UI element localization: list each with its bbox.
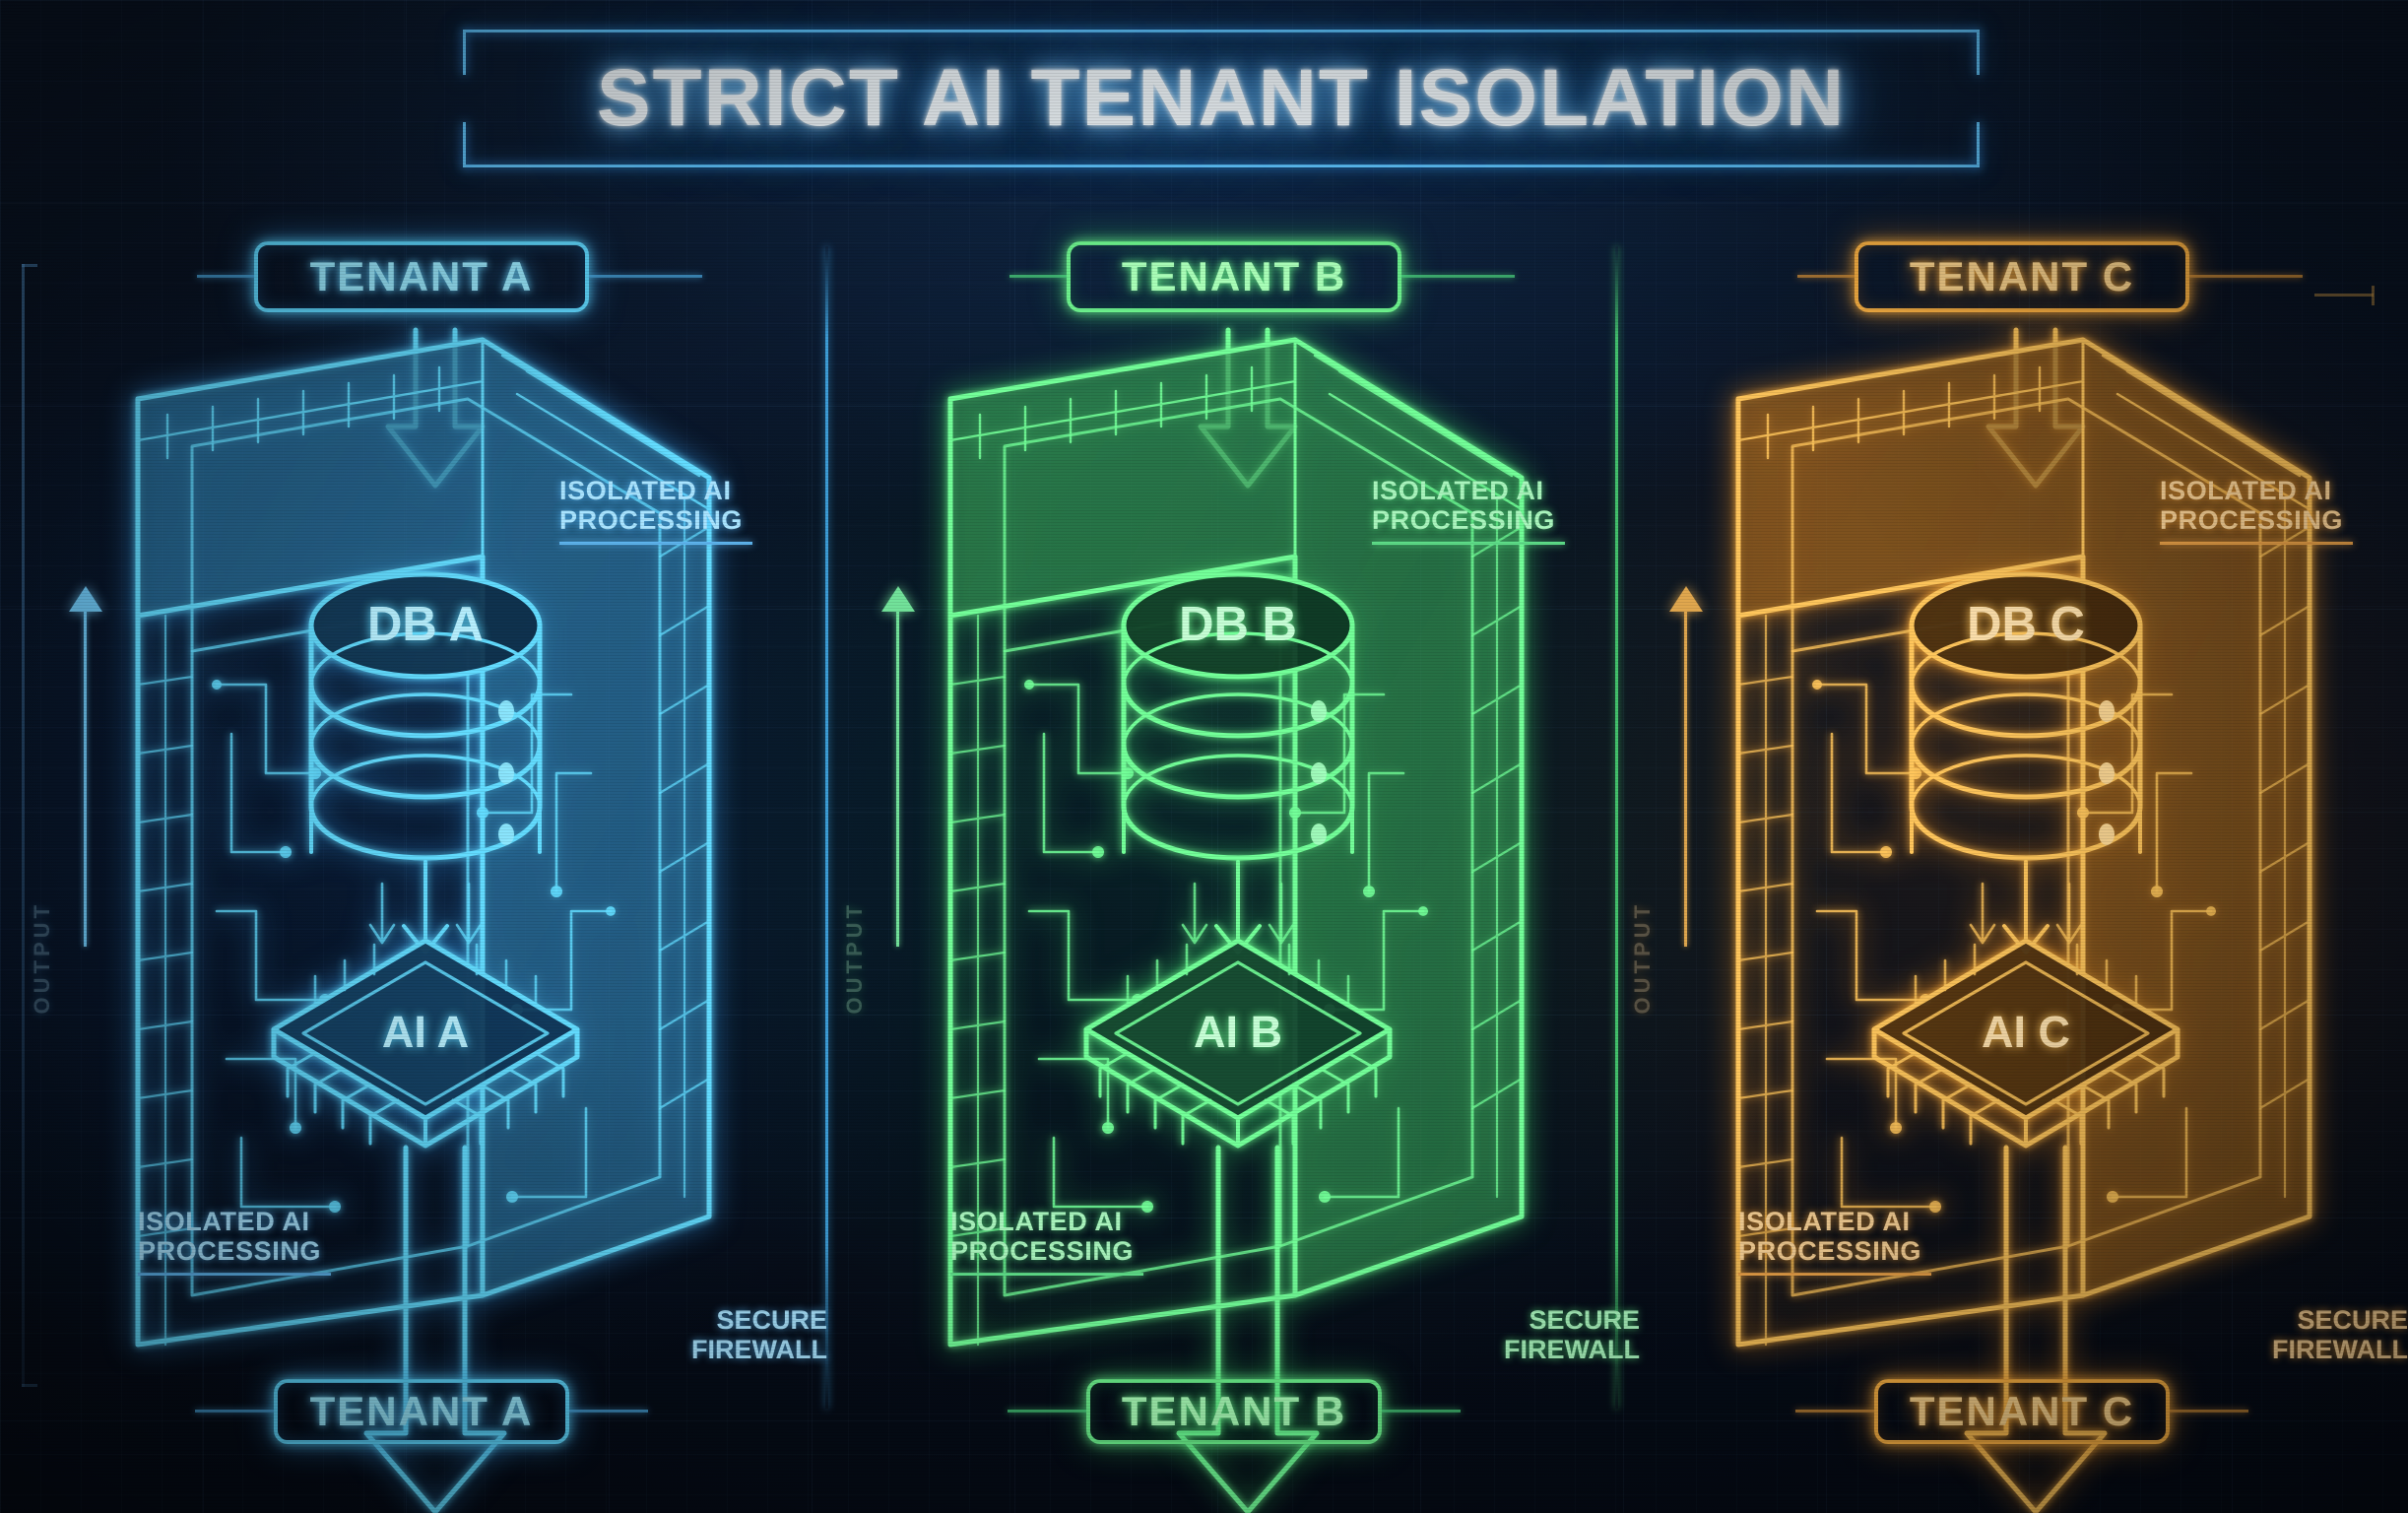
tenant-b-chip-label: AI B	[1194, 1007, 1282, 1057]
tenant-c-annotation-bottom-line1: ISOLATED AI	[1738, 1207, 1911, 1236]
tenant-b-bottom-label-text: TENANT B	[1121, 1388, 1347, 1434]
tenant-a-db-label: DB A	[367, 598, 484, 651]
tenant-c-bottom-stub-right	[2170, 1410, 2248, 1413]
tenant-b-flow-arrow	[881, 586, 915, 947]
tenant-b-scene: DB B AI B	[947, 327, 1525, 1513]
tenant-c-annotation-bottom: ISOLATED AI PROCESSING	[1738, 1207, 1965, 1277]
tenant-a-bottom-stub-right	[569, 1410, 648, 1413]
tenant-c-scene: DB C AI C	[1735, 327, 2312, 1513]
tenant-c-firewall-label: SECURE FIREWALL	[2211, 1305, 2408, 1364]
tenant-c-annotation-top-underline	[2160, 542, 2353, 546]
tenant-c-db-label: DB C	[1967, 598, 2085, 651]
tenant-b-db-label: DB B	[1179, 598, 1297, 651]
tenant-b-firewall-label: SECURE FIREWALL	[1443, 1305, 1640, 1364]
tenant-b-side-text: OUTPUT	[842, 901, 867, 1015]
tenant-b-annotation-top-line1: ISOLATED AI	[1372, 476, 1544, 505]
tenant-a-bottom-label-text: TENANT A	[309, 1388, 534, 1434]
tenant-a-annotation-top: ISOLATED AI PROCESSING	[559, 476, 786, 546]
tenant-a-side-text: OUTPUT	[30, 901, 54, 1015]
tenant-b-annotation-bottom-line2: PROCESSING	[950, 1236, 1135, 1267]
tenant-b-bottom-stub-left	[1008, 1410, 1086, 1413]
tenant-a-annotation-bottom-underline	[138, 1273, 331, 1277]
tenant-b-bottom-label[interactable]: TENANT B	[1086, 1379, 1382, 1444]
tenant-c-annotation-top-line2: PROCESSING	[2160, 505, 2344, 536]
tenant-c-annotation-top: ISOLATED AI PROCESSING	[2160, 476, 2386, 546]
title-frame-top	[463, 30, 1980, 33]
title-banner: STRICT AI TENANT ISOLATION	[463, 30, 1980, 167]
tenant-c-firewall-line1: SECURE	[2297, 1305, 2408, 1335]
tenant-a-chip-label: AI A	[382, 1007, 469, 1057]
title-frame-bottom	[463, 164, 1980, 167]
tenant-b-annotation-top-line2: PROCESSING	[1372, 505, 1556, 536]
panel-tenant-c: TENANT C	[1620, 222, 2408, 1513]
tenant-c-bottom-stub-left	[1795, 1410, 1874, 1413]
panel-divider-a-b	[825, 246, 828, 1409]
tenant-c-annotation-bottom-line2: PROCESSING	[1738, 1236, 1922, 1267]
tenant-a-bottom-stub-left	[195, 1410, 274, 1413]
tenant-a-annotation-bottom-line2: PROCESSING	[138, 1236, 322, 1267]
tenant-a-annotation-top-line1: ISOLATED AI	[559, 476, 732, 505]
tenant-b-annotation-bottom-underline	[950, 1273, 1143, 1277]
tenant-c-bottom-label[interactable]: TENANT C	[1874, 1379, 2170, 1444]
tenant-b-bottom-stub-right	[1382, 1410, 1461, 1413]
tenant-a-annotation-top-line2: PROCESSING	[559, 505, 744, 536]
tenant-b-annotation-bottom-line1: ISOLATED AI	[950, 1207, 1123, 1236]
tenant-c-flow-arrow	[1669, 586, 1703, 947]
tenant-a-annotation-bottom: ISOLATED AI PROCESSING	[138, 1207, 364, 1277]
tenant-a-annotation-bottom-line1: ISOLATED AI	[138, 1207, 310, 1236]
panel-tenant-b: TENANT B	[832, 222, 1640, 1513]
tenant-a-scene: DB A AI A	[135, 327, 712, 1513]
page-title: STRICT AI TENANT ISOLATION	[596, 53, 1847, 143]
tenant-c-side-text: OUTPUT	[1630, 901, 1655, 1015]
tenant-a-firewall-line2: FIREWALL	[691, 1335, 827, 1365]
tenant-c-annotation-bottom-underline	[1738, 1273, 1931, 1277]
tenant-b-annotation-bottom: ISOLATED AI PROCESSING	[950, 1207, 1177, 1277]
tenant-a-bottom-label[interactable]: TENANT A	[274, 1379, 569, 1444]
panel-tenant-a: TENANT A	[20, 222, 827, 1513]
tenant-c-chip-label: AI C	[1982, 1007, 2070, 1057]
tenant-a-flow-arrow	[69, 586, 102, 947]
tenant-c-bottom-label-text: TENANT C	[1909, 1388, 2135, 1434]
tenant-b-annotation-top-underline	[1372, 542, 1565, 546]
tenant-c-annotation-top-line1: ISOLATED AI	[2160, 476, 2332, 505]
tenant-c-firewall-line2: FIREWALL	[2272, 1335, 2408, 1365]
tenant-a-firewall-label: SECURE FIREWALL	[630, 1305, 827, 1364]
tenant-a-annotation-top-underline	[559, 542, 752, 546]
tenant-a-firewall-line1: SECURE	[716, 1305, 827, 1335]
tenant-b-annotation-top: ISOLATED AI PROCESSING	[1372, 476, 1598, 546]
